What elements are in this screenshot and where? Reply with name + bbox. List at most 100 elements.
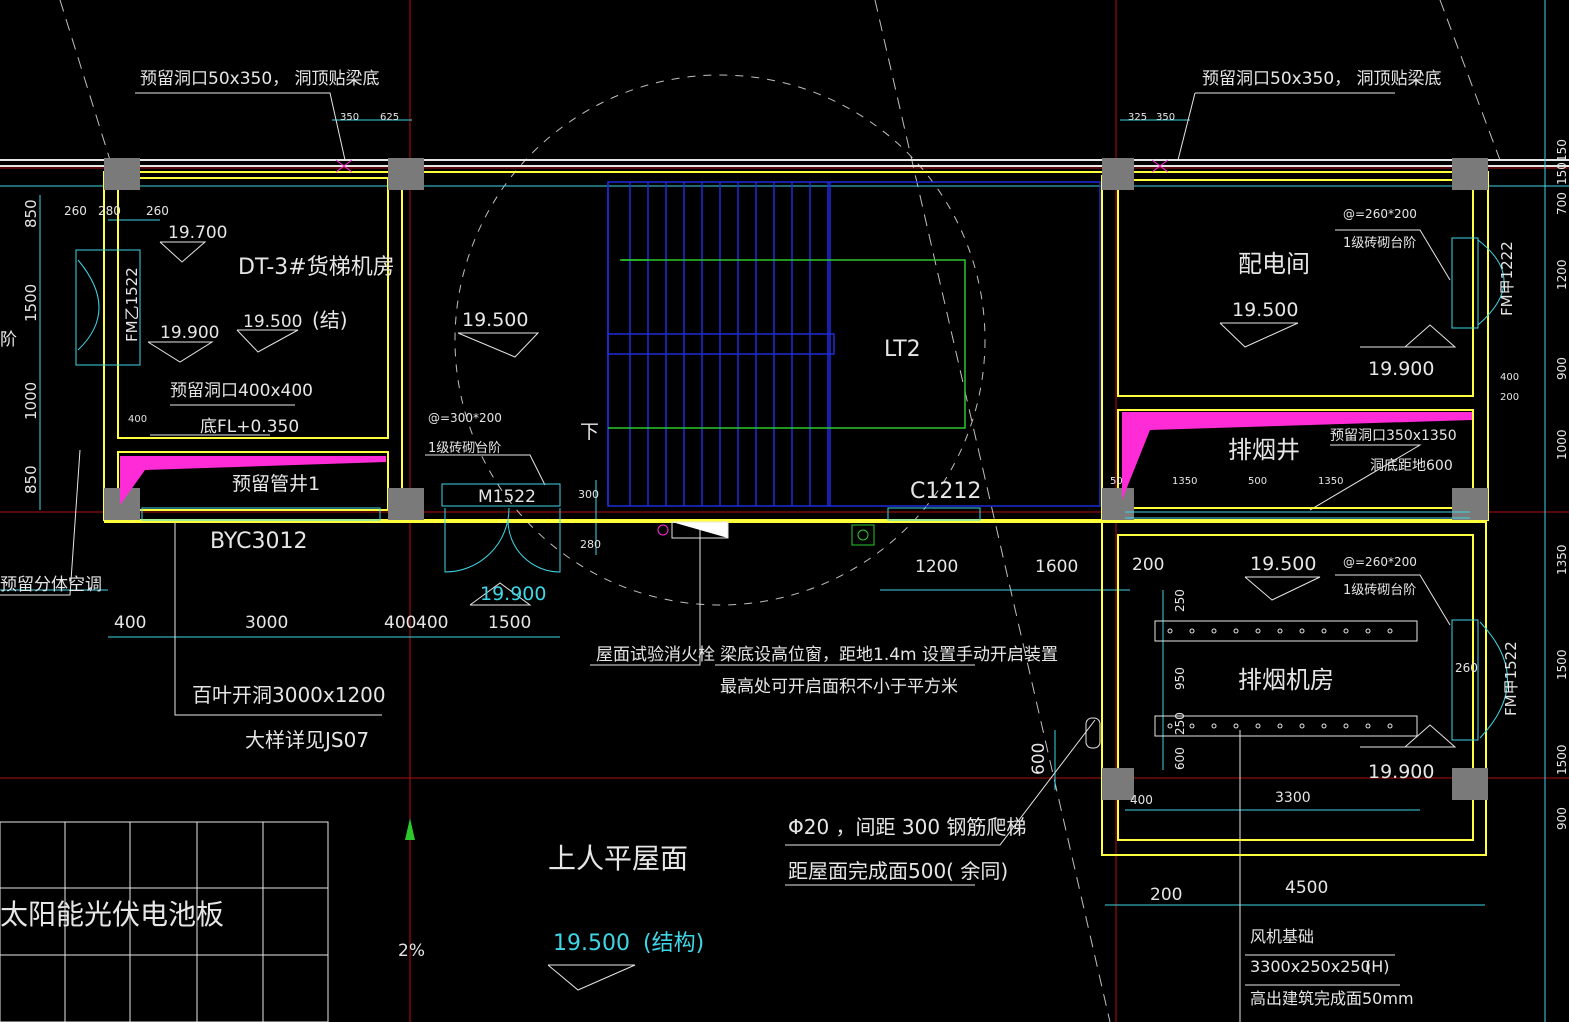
smoke-shaft-name: 排烟井 [1228, 436, 1300, 464]
bd-400a: 400 [114, 613, 146, 633]
rb-dv-250b: 250 [1173, 712, 1187, 735]
ld-850b: 850 [22, 465, 40, 494]
right-edge-dim: 900 [1555, 357, 1569, 380]
roof-elev-note: (结构) [643, 931, 704, 956]
roof-slope: 2% [398, 941, 425, 961]
fan-base-dot [1299, 723, 1305, 729]
stair-step-b: 1级砖砌台阶 [428, 441, 501, 456]
elevator-lt2 [608, 259, 966, 429]
slope-arrow [405, 818, 415, 840]
left-room-name: DT-3#货梯机房 [238, 255, 395, 280]
fan-base-dot [1189, 628, 1195, 634]
roof-elev: 19.500 [553, 931, 630, 956]
fan-base-dot [1167, 723, 1173, 729]
stair-step-a: @=300*200 [428, 411, 502, 425]
left-door: FM乙1522 [123, 267, 141, 342]
fan-base-dot [1255, 723, 1261, 729]
dim-top-left-b: 625 [380, 112, 399, 123]
left-elev-b: 19.500 [243, 312, 302, 332]
right-top-200: 200 [1500, 392, 1519, 403]
dim-260a: 260 [64, 204, 87, 218]
left-floor: 底FL+0.350 [200, 417, 299, 437]
doors-windows [75, 237, 1508, 741]
fan-base-dot [1321, 628, 1327, 634]
ld-1000: 1000 [22, 382, 40, 420]
dim-300: 300 [578, 488, 599, 501]
dim-top-right-b: 350 [1156, 112, 1175, 123]
dim-top-left-a: 350 [340, 112, 359, 123]
walls [103, 171, 1489, 856]
smoke-shaft-hole-a: 预留洞口350x1350 [1330, 428, 1457, 444]
right-edge-dim: 150 [1555, 139, 1569, 162]
smoke-dim-500: 500 [1248, 476, 1267, 487]
leader-lines [0, 92, 1451, 1022]
fan-base-dot [1365, 628, 1371, 634]
rb-dv-950: 950 [1173, 667, 1187, 690]
left-elev-top: 19.700 [168, 223, 227, 243]
bd-1500: 1500 [488, 613, 531, 633]
fan-base-dot [1277, 723, 1283, 729]
right-bottom-step-a: @=260*200 [1343, 555, 1417, 569]
smoke-dim-1350a: 1350 [1172, 476, 1197, 487]
fan-base-dot [1189, 723, 1195, 729]
right-edge-dim: 1500 [1555, 744, 1569, 775]
dim-280: 280 [98, 204, 121, 218]
dashed-guides [59, 0, 1501, 1022]
left-elev-a: 19.900 [160, 323, 219, 343]
bd-400b: 400 [384, 613, 416, 633]
staircase [607, 181, 1101, 507]
fan-base-dot [1343, 723, 1349, 729]
window-left: BYC3012 [210, 529, 307, 554]
smoke-dim-50: 50 [1110, 476, 1123, 487]
dim-260b: 260 [146, 204, 169, 218]
right-edge-dim: 1200 [1555, 259, 1569, 290]
bd-1600: 1600 [1035, 557, 1078, 577]
fan-base-dot [1365, 723, 1371, 729]
stair-door: M1522 [478, 487, 536, 507]
right-edge-dim: 700 [1555, 192, 1569, 215]
dim-top-right-a: 325 [1128, 112, 1147, 123]
left-hole: 预留洞口400x400 [170, 381, 313, 401]
top-note-right: 预留洞口50x350， 洞顶贴梁底 [1202, 69, 1442, 89]
right-top-elev: 19.500 [1232, 299, 1298, 321]
right-bottom-door: FM甲1522 [1502, 641, 1520, 716]
ladder-icon [1085, 717, 1101, 749]
bd-1200: 1200 [915, 557, 958, 577]
lt2-label: LT2 [884, 337, 921, 362]
right-top-door: FM甲1222 [1498, 241, 1516, 316]
fan-base-dot [1277, 628, 1283, 634]
right-edge-dim: 1350 [1555, 544, 1569, 575]
columns [104, 158, 1488, 800]
fan-base-dot [1387, 628, 1393, 634]
fan-base-dot [1387, 723, 1393, 729]
right-edge-dim: 1500 [1555, 649, 1569, 680]
right-bottom-step-b: 1级砖砌台阶 [1343, 583, 1416, 598]
right-edge-dim: 150 [1555, 162, 1569, 185]
top-note-left: 预留洞口50x350， 洞顶贴梁底 [140, 69, 380, 89]
ld-1500: 1500 [22, 284, 40, 322]
right-bottom-room-name: 排烟机房 [1238, 666, 1334, 694]
solar-label: 太阳能光伏电池板 [0, 898, 224, 931]
roof-name: 上人平屋面 [548, 842, 688, 875]
fan-base-a: 风机基础 [1250, 927, 1314, 946]
bd-200: 200 [1132, 555, 1164, 575]
louver-note-a: 百叶开洞3000x1200 [192, 683, 386, 707]
fan-base-dot [1167, 628, 1173, 634]
fan-base-dot [1233, 723, 1239, 729]
solar-panel-grid [0, 821, 329, 1022]
pipe-well: 预留管井1 [232, 473, 320, 495]
louver-note-b: 大样详见JS07 [245, 728, 369, 752]
ladder-note-a: Φ20 ，间距 300 钢筋爬梯 [788, 815, 1026, 839]
right-bottom-400: 400 [1130, 793, 1153, 807]
smoke-dim-1350b: 1350 [1318, 476, 1343, 487]
hatch-marks [335, 159, 1169, 173]
labels: 预留洞口50x350， 洞顶贴梁底 预留洞口50x350， 洞顶贴梁底 350 … [0, 69, 1569, 1008]
fan-base-bars [1154, 620, 1418, 737]
right-top-step-b: 1级砖砌台阶 [1343, 236, 1416, 251]
fan-base-dot [1233, 628, 1239, 634]
fan-base-c: 高出建筑完成面50mm [1250, 989, 1414, 1008]
elevation-marks [147, 241, 1457, 991]
window-note-a: 梁底设高位窗，距地1.4m 设置手动开启装置 [720, 645, 1058, 665]
